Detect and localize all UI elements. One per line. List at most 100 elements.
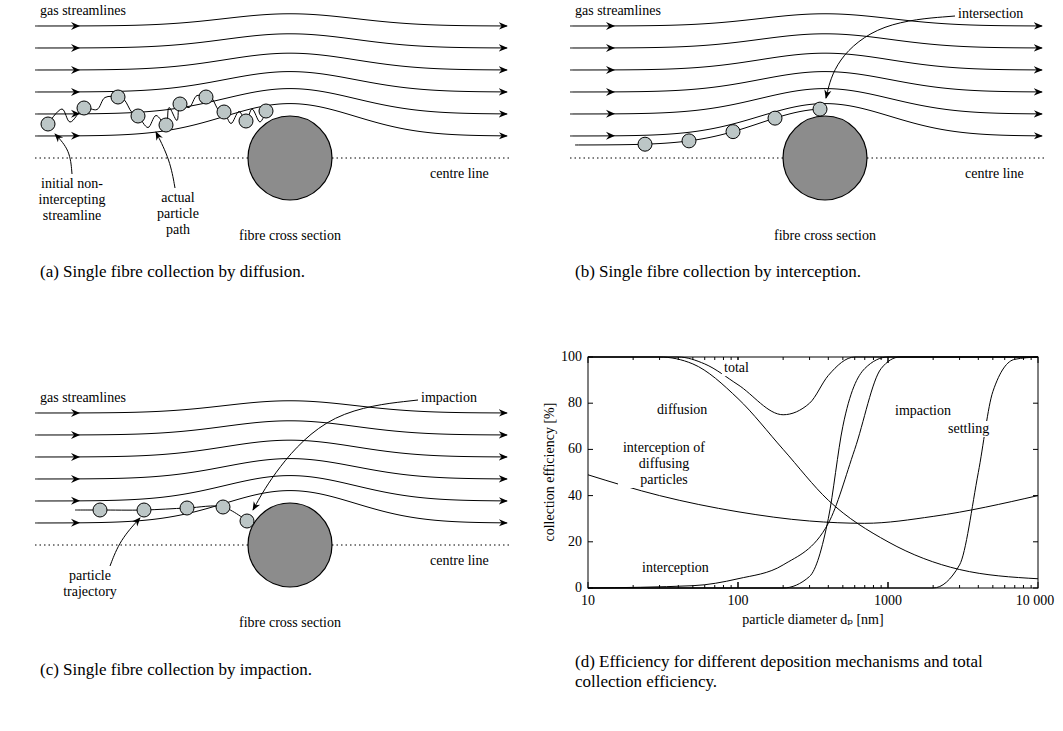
impaction-curve: [588, 357, 1038, 588]
axis-tick-label: 100: [713, 593, 763, 609]
flow-arrowhead: [606, 88, 615, 96]
annotation: intersection: [958, 6, 1023, 22]
panel-label: gas streamlines: [40, 390, 126, 406]
panel-label: centre line: [430, 166, 489, 182]
flow-arrowhead: [606, 44, 615, 52]
x-tick: [704, 357, 705, 360]
leader-arrow: [156, 132, 175, 188]
particle-path: [575, 109, 820, 145]
gas-streamline: [35, 53, 507, 70]
leader-arrow: [826, 16, 955, 98]
fibre-cross-section: [248, 116, 332, 200]
curve-label: interception: [640, 560, 711, 576]
x-tick: [1038, 357, 1039, 363]
efficiency-chart: [588, 357, 1038, 588]
axis-tick-label: 40: [568, 488, 582, 504]
y-tick: [1033, 403, 1038, 404]
caption: (c) Single fibre collection by impaction…: [40, 660, 510, 680]
gas-streamline: [570, 72, 1042, 92]
y-tick: [1033, 541, 1038, 542]
panel-interception: [570, 14, 1045, 200]
y-tick: [588, 495, 593, 496]
particle: [638, 137, 652, 151]
panel-label: centre line: [430, 553, 489, 569]
x-tick: [738, 582, 739, 588]
axis-title: collection efficiency [%]: [542, 403, 558, 542]
particle: [239, 114, 253, 128]
panel-label: fibre cross section: [205, 228, 375, 244]
particle: [180, 501, 194, 515]
particle: [41, 117, 55, 131]
axis-tick-label: 60: [568, 441, 582, 457]
curve-label: impaction: [893, 403, 953, 419]
annotation: particle trajectory: [50, 568, 130, 600]
panel-label: gas streamlines: [575, 3, 661, 19]
x-tick: [828, 357, 829, 360]
axis-title: particle diameter dₚ [nm]: [683, 612, 943, 628]
gas-streamline: [35, 459, 507, 479]
flow-arrowhead: [606, 132, 615, 140]
flow-arrowhead: [71, 44, 80, 52]
particle: [682, 134, 696, 148]
x-tick: [1014, 585, 1015, 588]
flow-arrowhead: [71, 88, 80, 96]
flow-arrowhead: [606, 110, 615, 118]
particle: [813, 102, 827, 116]
x-tick: [888, 582, 889, 588]
particle-path: [48, 95, 266, 127]
axis-tick-label: 0: [575, 580, 582, 596]
axis-tick-label: 10: [563, 593, 613, 609]
flow-arrowhead: [71, 409, 80, 417]
axis-tick-label: 1000: [863, 593, 913, 609]
y-tick: [588, 541, 593, 542]
flow-arrowhead: [71, 431, 80, 439]
panel-diffusion: [35, 14, 510, 200]
particle: [77, 101, 91, 115]
gas-streamline: [570, 34, 1042, 48]
x-tick: [783, 357, 784, 360]
curve-label: interception of diffusing particles: [618, 440, 710, 488]
particle: [173, 97, 187, 111]
x-tick: [588, 357, 589, 363]
curve-label: diffusion: [655, 402, 709, 418]
x-tick: [809, 357, 810, 360]
leader-arrow: [55, 134, 72, 174]
x-tick: [714, 357, 715, 360]
particle: [199, 90, 213, 104]
flow-arrowhead: [71, 132, 80, 140]
panel-impaction: [35, 400, 510, 587]
particle: [217, 105, 231, 119]
particle: [216, 500, 230, 514]
particle: [137, 503, 151, 517]
particle: [240, 514, 254, 528]
x-tick: [992, 585, 993, 588]
fibre-cross-section: [783, 116, 867, 200]
x-tick: [888, 582, 889, 588]
axis-tick-label: 20: [568, 534, 582, 550]
y-tick: [1033, 588, 1038, 589]
fibre-cross-section: [248, 503, 332, 587]
caption: (d) Efficiency for different deposition …: [575, 652, 1045, 691]
x-tick: [738, 582, 739, 588]
panel-label: gas streamlines: [40, 3, 126, 19]
flow-arrowhead: [71, 66, 80, 74]
flow-arrowhead: [71, 497, 80, 505]
axis-tick-label: 80: [568, 395, 582, 411]
gas-streamline: [35, 34, 507, 48]
x-tick: [978, 585, 979, 588]
gas-streamline: [570, 53, 1042, 70]
flow-arrowhead: [71, 519, 80, 527]
caption: (a) Single fibre collection by diffusion…: [40, 262, 510, 282]
annotation: initial non-intercepting streamline: [18, 176, 126, 224]
leader-arrow: [110, 518, 140, 566]
axis-tick-label: 100: [561, 349, 582, 365]
annotation: actual particle path: [147, 190, 209, 238]
annotation: impaction: [421, 390, 477, 406]
y-tick: [1033, 449, 1038, 450]
interception-curve: [588, 357, 1038, 588]
diffusion-curve: [588, 357, 1038, 579]
gas-streamline: [35, 72, 507, 92]
x-tick: [842, 357, 843, 360]
flow-arrowhead: [71, 453, 80, 461]
x-tick: [959, 585, 960, 588]
